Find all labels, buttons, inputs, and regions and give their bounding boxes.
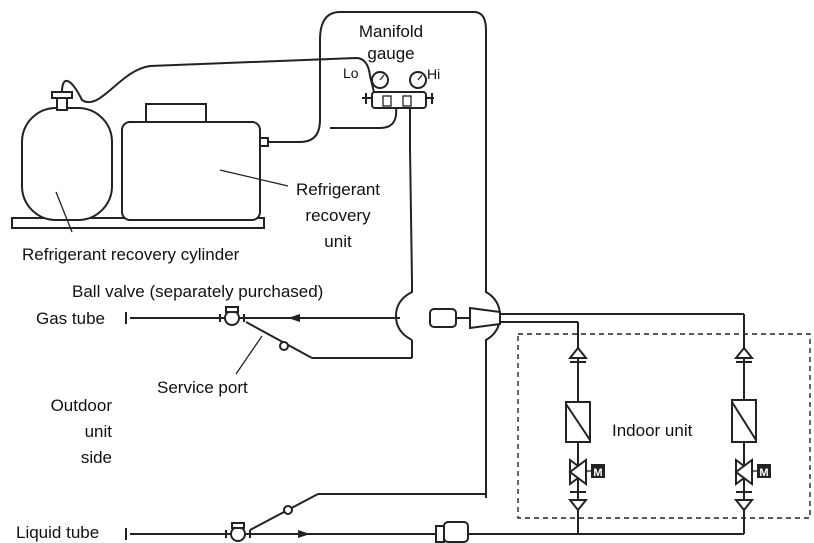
indoor-unit-boundary [517,333,811,519]
liquid-ball-valve-icon [225,522,251,542]
gas-ball-valve-icon [219,306,245,326]
strainer-icon [733,346,755,359]
liquid-service-port-icon [283,505,293,515]
outdoor-label-2: unit [85,422,113,441]
recovery-equipment [11,11,487,282]
lo-label: Lo [343,65,359,81]
flow-arrow-icon [298,530,310,538]
gas-side-hose [409,108,413,283]
indoor-unit-a: M [565,346,605,512]
gas-service-port-icon [279,341,289,351]
recovery-unit-label-2: recovery [305,206,371,225]
gas-connector-icon [429,308,457,328]
manifold-label-1: Manifold [359,22,423,41]
hi-label: Hi [427,66,440,82]
strainer-icon [567,346,589,359]
outdoor-label-3: side [81,448,112,467]
liquid-line [125,493,745,543]
indoor-unit-label: Indoor unit [612,421,693,440]
svg-text:M: M [759,467,768,479]
recovery-unit-label-3: unit [324,232,352,251]
strainer-icon [733,499,755,512]
recovery-unit-handle [145,103,207,123]
recovery-unit-label-1: Refrigerant [296,180,380,199]
ball-valve-label: Ball valve (separately purchased) [72,282,323,301]
liquid-side-hose [268,11,487,282]
cylinder-hose [61,56,375,104]
flow-arrow-icon [288,314,300,322]
liquid-connector-icon [435,525,445,543]
gas-line [125,282,745,498]
motor-valve-icon: M [568,458,605,486]
recovery-unit [121,121,261,221]
manifold-gauge [330,71,434,283]
gas-tube-label: Gas tube [36,309,105,328]
service-port-label: Service port [157,378,248,397]
outdoor-label-1: Outdoor [51,396,113,415]
recovery-cylinder [21,107,113,221]
manifold-body [371,91,427,109]
motor-valve-icon: M [734,458,771,486]
liquid-tube-label: Liquid tube [16,523,99,542]
indoor-unit-b: M [731,346,771,512]
strainer-icon [567,499,589,512]
recovery-cylinder-label: Refrigerant recovery cylinder [22,245,240,264]
manifold-label-2: gauge [367,44,414,63]
svg-text:M: M [593,467,602,479]
